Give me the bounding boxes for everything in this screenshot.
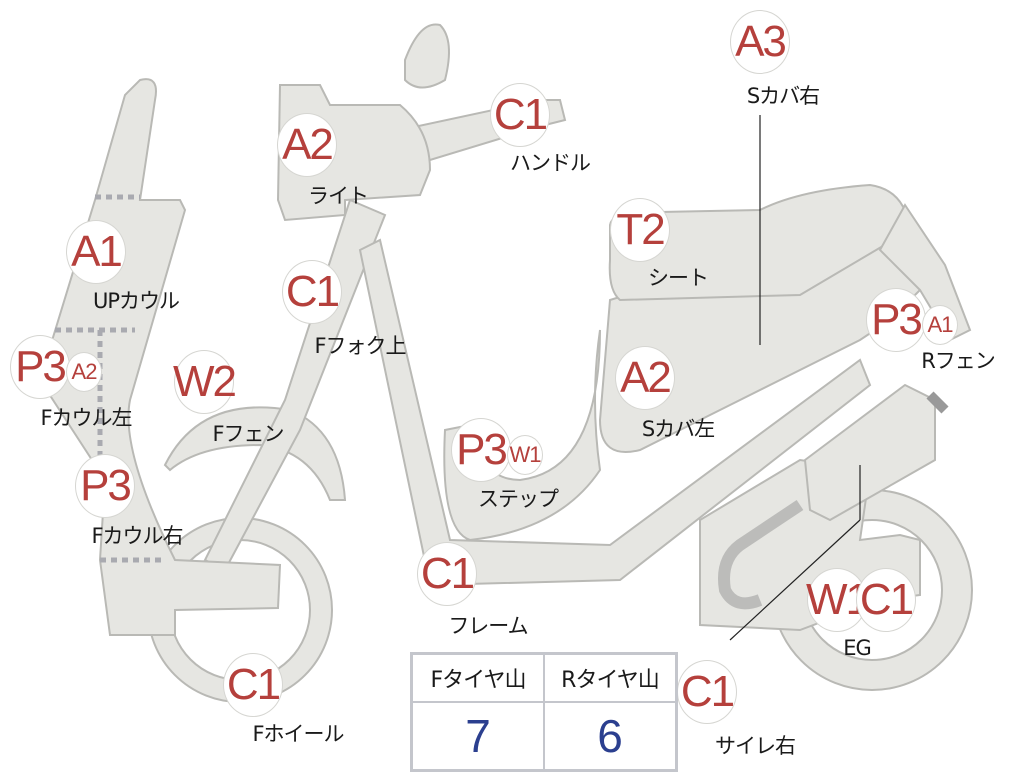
condition-code-badge: A1 <box>922 305 958 345</box>
part-label: Fカウル右 <box>91 524 183 548</box>
part-label: Sカバ右 <box>746 84 820 108</box>
part-label: フレーム <box>448 614 528 638</box>
condition-code-badge: C1 <box>417 542 477 606</box>
front-cowl <box>38 78 282 636</box>
condition-code-badge: C1 <box>223 653 283 717</box>
muffler <box>803 383 936 522</box>
tire-tread-table: Fタイヤ山 Rタイヤ山 7 6 <box>410 652 678 772</box>
frame <box>358 238 872 587</box>
part-label: Fフェン <box>212 422 284 446</box>
condition-code-badge: A2 <box>277 113 337 177</box>
condition-code-badge: A2 <box>66 352 102 392</box>
condition-code-badge: P3 <box>866 288 926 352</box>
part-label: EG <box>843 636 872 660</box>
condition-code-badge: P3 <box>451 418 511 482</box>
part-label: Rフェン <box>921 349 996 373</box>
rear-tire-value: 6 <box>543 701 678 772</box>
part-label: Sカバ左 <box>641 417 715 441</box>
condition-code-badge: A2 <box>615 346 675 410</box>
front-tire-value: 7 <box>410 701 545 772</box>
condition-code-badge: W1 <box>507 435 543 475</box>
part-label: UPカウル <box>92 289 180 313</box>
condition-code-badge: T2 <box>610 198 670 262</box>
condition-code-badge: C1 <box>490 83 550 147</box>
condition-code-badge: A1 <box>66 220 126 284</box>
rear-tire-header: Rタイヤ山 <box>543 652 678 703</box>
part-label: ステップ <box>478 487 559 511</box>
part-label: ライト <box>308 184 369 208</box>
condition-code-badge: A3 <box>730 10 790 74</box>
part-label: Fホイール <box>252 722 344 746</box>
front-tire-header: Fタイヤ山 <box>410 652 545 703</box>
condition-code-badge: P3 <box>10 335 70 399</box>
side-cover <box>443 329 602 542</box>
condition-code-badge: C1 <box>856 568 916 632</box>
part-label: シート <box>648 266 709 290</box>
part-label: ハンドル <box>510 151 591 175</box>
mirror <box>404 23 450 89</box>
part-label: Fフォク上 <box>314 334 406 358</box>
condition-code-badge: W2 <box>173 350 237 414</box>
condition-code-badge: P3 <box>75 454 135 518</box>
part-label: サイレ右 <box>715 734 796 758</box>
condition-code-badge: C1 <box>677 660 737 724</box>
condition-code-badge: C1 <box>282 260 342 324</box>
part-label: Fカウル左 <box>40 406 132 430</box>
